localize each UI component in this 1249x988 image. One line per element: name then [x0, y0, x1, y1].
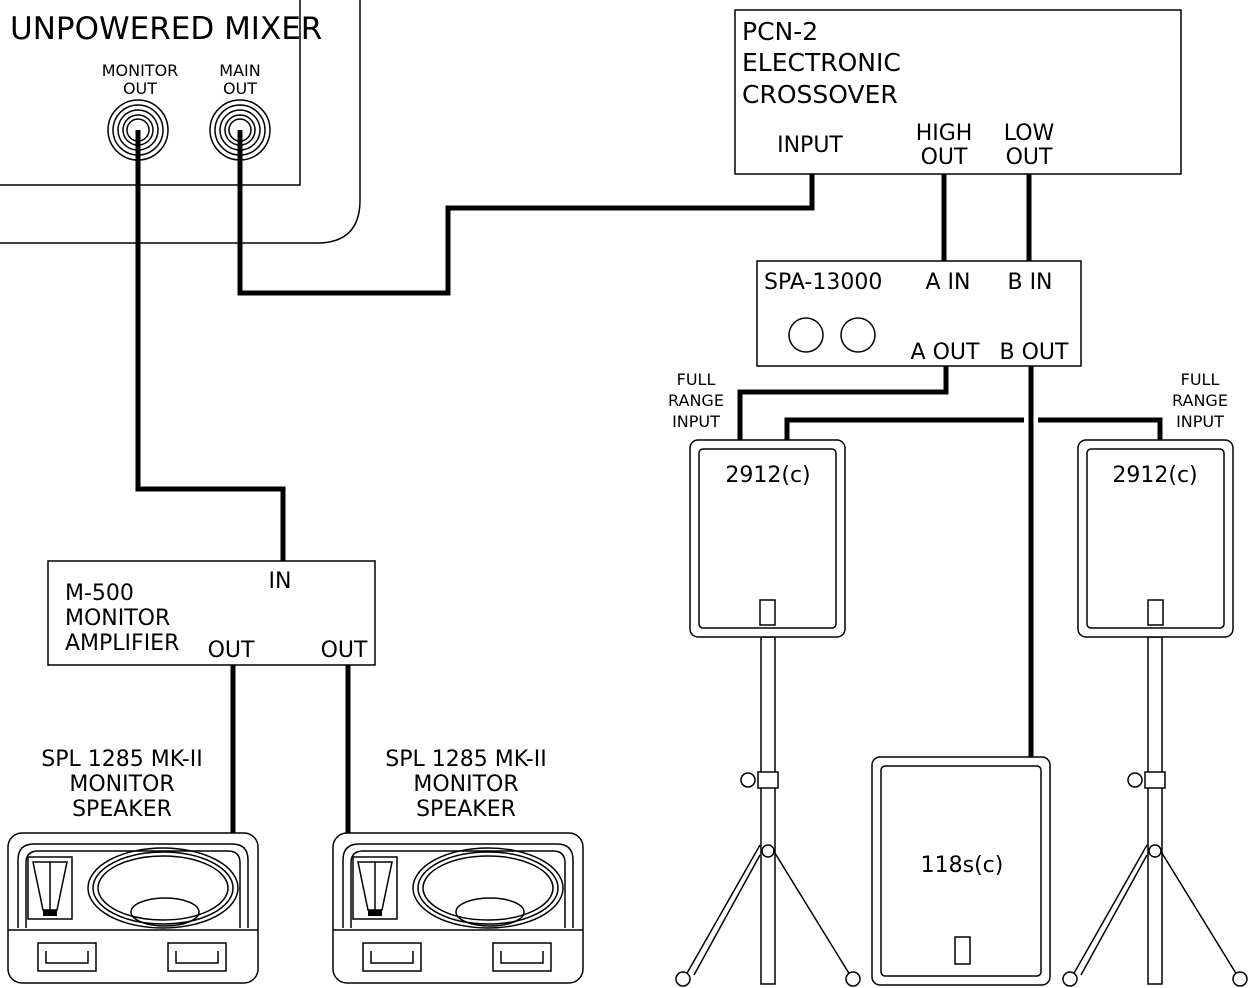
pcn2-crossover: PCN-2 ELECTRONIC CROSSOVER INPUT HIGH OU…	[734, 9, 1182, 175]
power-amp-a-out: A OUT	[911, 340, 980, 365]
left-input-label-1: FULL	[677, 370, 716, 389]
cables	[135, 130, 1163, 833]
main-out-label-2: OUT	[223, 79, 257, 98]
right-input-label-1: FULL	[1181, 370, 1220, 389]
cable-a-out-split	[784, 417, 1163, 440]
crossover-title-2: ELECTRONIC	[742, 48, 901, 77]
monitor-out-label-1: MONITOR	[102, 61, 179, 80]
power-amp-b-in: B IN	[1007, 270, 1052, 295]
handle-icon	[362, 942, 422, 972]
spa13000-amplifier: SPA-13000 A IN B IN A OUT B OUT	[756, 260, 1082, 367]
power-amp-b-out: B OUT	[1000, 340, 1070, 365]
power-amp-a-in: A IN	[926, 270, 971, 295]
monitor-speaker-1-label-1: SPL 1285 MK-II	[41, 747, 202, 772]
monitor-amp-title-1: M-500	[65, 581, 134, 606]
subwoofer: 118s(c)	[871, 756, 1051, 986]
monitor-amp-out-1: OUT	[208, 638, 255, 663]
left-input-label-3: INPUT	[672, 412, 720, 431]
speaker-stand-left	[675, 636, 861, 987]
right-input-label-3: INPUT	[1176, 412, 1224, 431]
monitor-speaker-1	[7, 832, 259, 984]
power-amp-knob-2	[840, 317, 876, 353]
monitor-speaker-2	[332, 832, 584, 984]
woofer-icon	[412, 847, 564, 929]
monitor-amp-title-2: MONITOR	[65, 606, 170, 631]
right-input-label-2: RANGE	[1172, 391, 1228, 410]
monitor-speaker-1-label-2: MONITOR	[69, 772, 174, 797]
horn-tweeter-icon	[352, 856, 398, 920]
woofer-icon	[87, 847, 239, 929]
full-range-speaker-left: 2912(c)	[689, 439, 846, 638]
cable-main-to-crossover	[237, 130, 815, 296]
crossover-title-3: CROSSOVER	[742, 80, 898, 109]
full-range-speaker-right: 2912(c)	[1077, 439, 1234, 638]
power-amp-model: SPA-13000	[764, 270, 882, 295]
monitor-speaker-2-label-2: MONITOR	[413, 772, 518, 797]
monitor-amp-out-2: OUT	[321, 638, 368, 663]
right-speaker-model: 2912(c)	[1112, 463, 1197, 488]
crossover-low-label-2: OUT	[1006, 145, 1053, 170]
crossover-low-label-1: LOW	[1004, 121, 1055, 146]
crossover-high-label-1: HIGH	[916, 121, 973, 146]
subwoofer-model: 118s(c)	[921, 853, 1004, 878]
handle-icon	[37, 942, 97, 972]
crossover-high-label-2: OUT	[921, 145, 968, 170]
monitor-speaker-1-label-3: SPEAKER	[72, 797, 172, 822]
handle-icon	[167, 942, 227, 972]
main-out-label-1: MAIN	[219, 61, 260, 80]
left-speaker-model: 2912(c)	[725, 463, 810, 488]
left-input-label-2: RANGE	[668, 391, 724, 410]
speaker-stand-right	[1062, 636, 1248, 987]
cable-a-out-to-mains	[737, 366, 949, 440]
monitor-speaker-2-label-3: SPEAKER	[416, 797, 516, 822]
power-amp-knob-1	[788, 317, 824, 353]
crossover-title-1: PCN-2	[742, 17, 818, 46]
mixer-title: UNPOWERED MIXER	[10, 11, 322, 47]
crossover-input-label: INPUT	[777, 133, 843, 158]
monitor-out-label-2: OUT	[123, 79, 157, 98]
cable-monitor-to-amp	[135, 130, 286, 561]
monitor-amp-title-3: AMPLIFIER	[65, 631, 179, 656]
monitor-amp-in: IN	[269, 569, 292, 594]
monitor-speaker-2-label-1: SPL 1285 MK-II	[385, 747, 546, 772]
unpowered-mixer: UNPOWERED MIXER MONITOR OUT MAIN OUT	[0, 0, 361, 244]
handle-icon	[492, 942, 552, 972]
m500-monitor-amplifier: M-500 MONITOR AMPLIFIER IN OUT OUT	[47, 560, 376, 666]
horn-tweeter-icon	[27, 856, 73, 920]
